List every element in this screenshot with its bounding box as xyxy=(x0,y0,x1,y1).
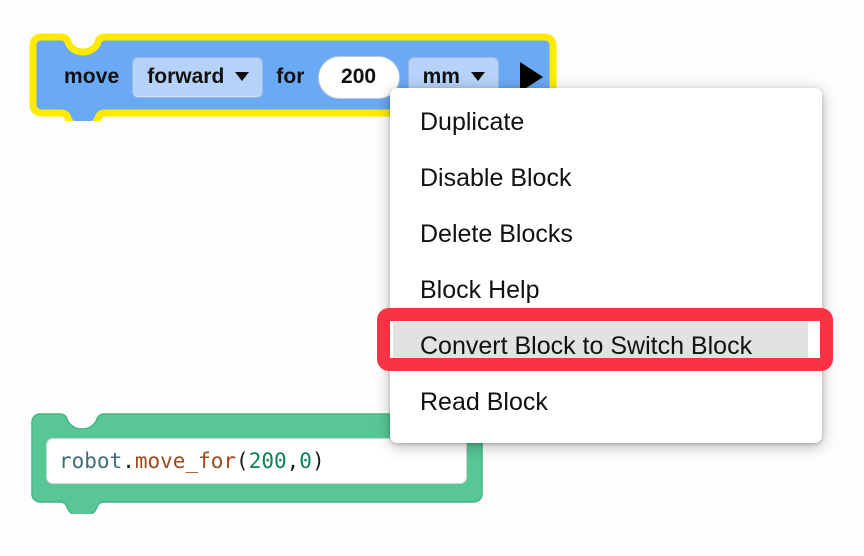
code-token-object: robot xyxy=(59,449,123,473)
code-input-field[interactable]: robot . move_for ( 200 , 0 ) xyxy=(46,438,467,484)
menu-item-convert-block-to-switch-block[interactable]: Convert Block to Switch Block xyxy=(393,321,808,371)
code-token-arg2: 0 xyxy=(299,449,312,473)
direction-dropdown[interactable]: forward xyxy=(132,56,264,98)
menu-item-label: Disable Block xyxy=(420,163,572,192)
code-token-close-paren: ) xyxy=(311,449,325,473)
move-block[interactable]: move forward for 200 mm xyxy=(25,33,561,121)
menu-item-label: Read Block xyxy=(420,387,548,416)
menu-item-label: Convert Block to Switch Block xyxy=(420,331,753,360)
menu-item-read-block[interactable]: Read Block xyxy=(390,374,822,430)
menu-item-label: Block Help xyxy=(420,275,540,304)
menu-item-convert-block-to-switch-block-row: Convert Block to Switch Block xyxy=(377,308,833,374)
code-token-function: move_for xyxy=(134,449,237,473)
menu-item-delete-blocks[interactable]: Delete Blocks xyxy=(390,206,822,262)
unit-dropdown-value: mm xyxy=(422,64,460,88)
menu-item-duplicate[interactable]: Duplicate xyxy=(390,94,822,150)
code-token-comma: , xyxy=(286,449,300,473)
block-context-menu[interactable]: Duplicate Disable Block Delete Blocks Bl… xyxy=(377,88,833,443)
chevron-down-icon xyxy=(470,72,485,81)
play-triangle-icon[interactable] xyxy=(519,62,543,92)
code-token-dot: . xyxy=(122,449,135,473)
menu-item-label: Delete Blocks xyxy=(420,219,573,248)
move-block-label: move xyxy=(64,65,120,88)
distance-input[interactable]: 200 xyxy=(317,55,400,99)
menu-item-disable-block[interactable]: Disable Block xyxy=(390,150,822,206)
chevron-down-icon xyxy=(235,72,250,81)
for-label: for xyxy=(276,65,305,88)
direction-dropdown-value: forward xyxy=(147,64,225,88)
distance-value: 200 xyxy=(341,64,377,88)
code-token-open-paren: ( xyxy=(236,449,249,473)
menu-item-label: Duplicate xyxy=(420,107,525,136)
python-code-block[interactable]: robot . move_for ( 200 , 0 ) xyxy=(28,410,486,514)
code-token-arg1: 200 xyxy=(248,449,287,473)
menu-item-block-help[interactable]: Block Help xyxy=(390,262,822,318)
